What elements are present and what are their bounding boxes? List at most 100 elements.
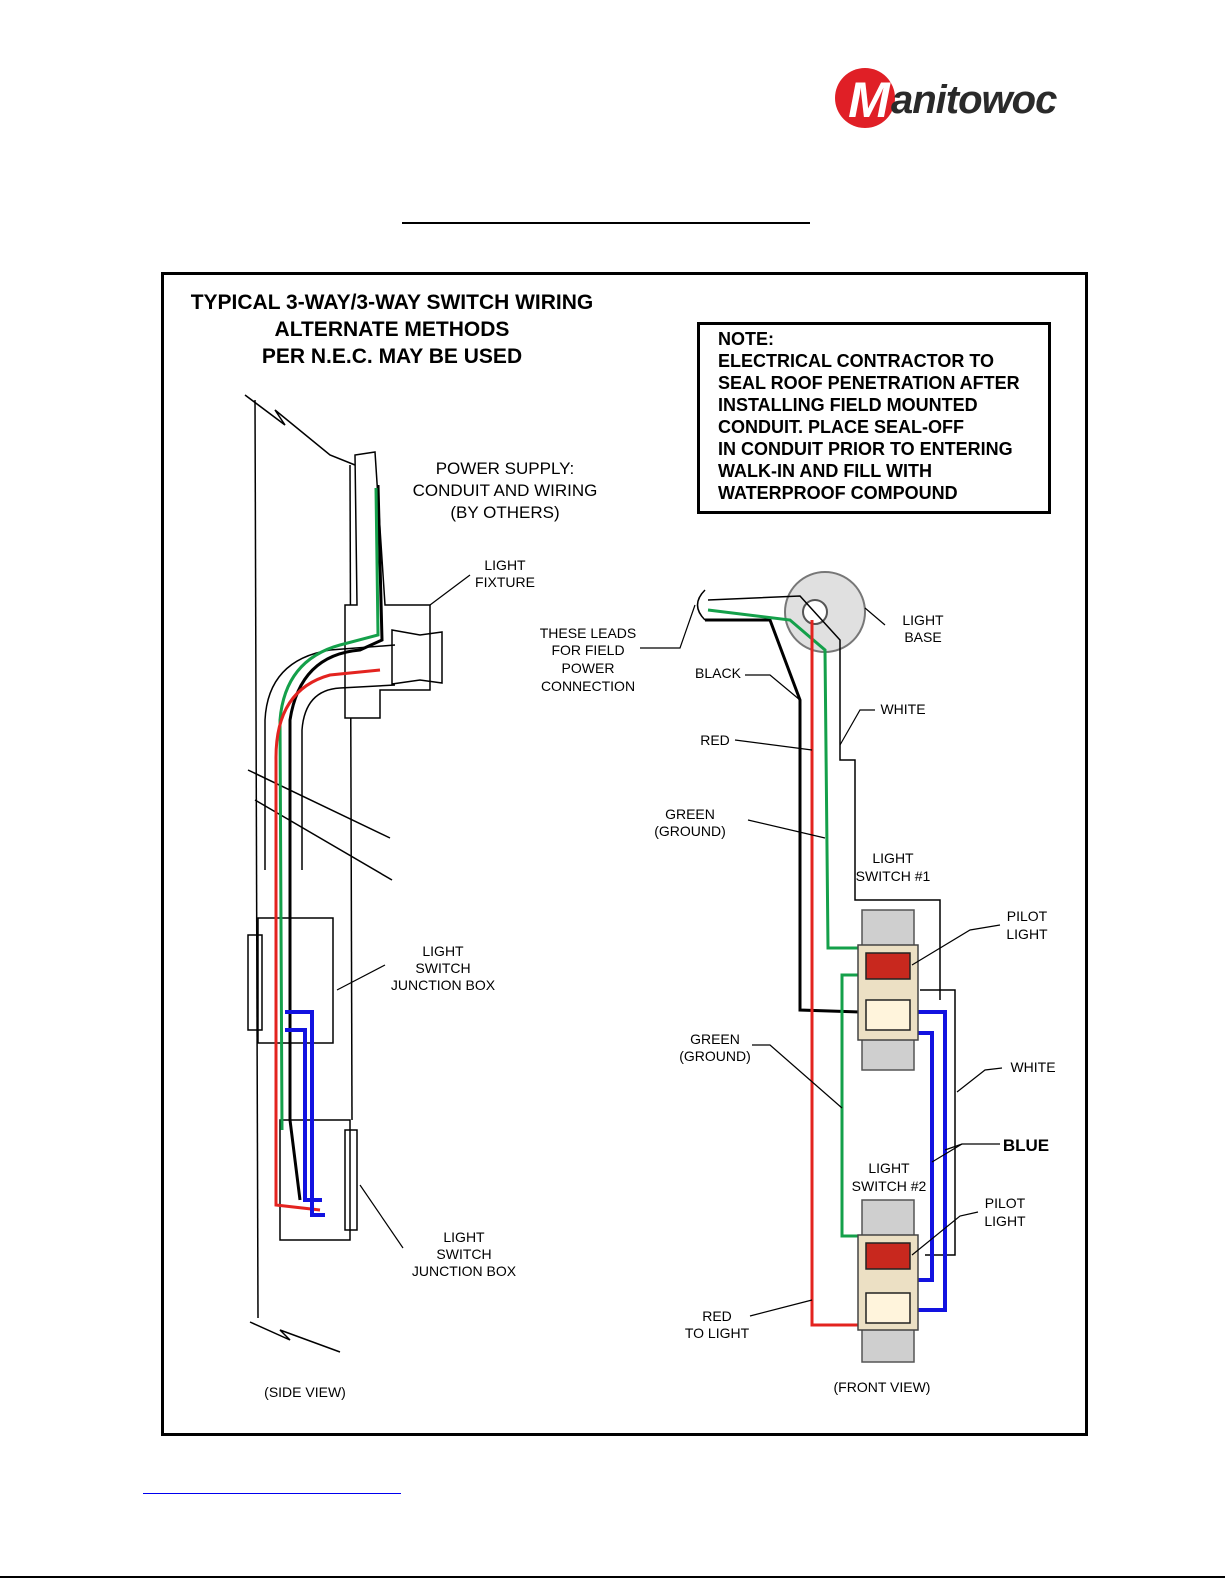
wall-outer-line [254, 399, 259, 1319]
label-white-top: WHITE [880, 701, 925, 717]
conduit-vertical [344, 451, 431, 719]
label-front-view: (FRONT VIEW) [834, 1379, 931, 1395]
note-box: NOTE: ELECTRICAL CONTRACTOR TO SEAL ROOF… [697, 322, 1051, 514]
note-line-1: NOTE: [718, 329, 774, 349]
label-junction-box-1-3: JUNCTION BOX [391, 977, 496, 993]
leader-green-mid [752, 1044, 843, 1109]
leader-field-leads [640, 604, 696, 649]
label-junction-box-2-2: SWITCH [436, 1246, 491, 1262]
label-power-supply-3: (BY OTHERS) [450, 503, 559, 522]
side-view [244, 394, 443, 1353]
wall-inner-line [349, 464, 353, 1121]
label-side-view: (SIDE VIEW) [264, 1384, 346, 1400]
label-pilot-2-2: LIGHT [984, 1213, 1026, 1229]
leader-black [745, 674, 801, 701]
label-junction-box-1-2: SWITCH [415, 960, 470, 976]
pilot-light-2 [865, 1242, 911, 1270]
label-blue: BLUE [1003, 1136, 1049, 1155]
label-black: BLACK [695, 665, 742, 681]
heading-line-3: PER N.E.C. MAY BE USED [261, 345, 523, 368]
leader-green-top [747, 819, 826, 839]
footer-link-underline[interactable] [143, 1493, 401, 1494]
logo-circle-mark [835, 68, 895, 128]
label-white-mid: WHITE [1010, 1059, 1055, 1075]
leader-white-top [839, 709, 875, 746]
label-power-supply-2: CONDUIT AND WIRING [413, 481, 598, 500]
front-wire-red [810, 620, 860, 1327]
light-fixture-housing [391, 629, 443, 685]
leader-junction-box-1 [336, 964, 386, 991]
junction-box-2 [279, 1119, 351, 1241]
label-red-top: RED [700, 732, 730, 748]
side-wire-blue-2 [285, 1028, 322, 1202]
conduit-elbow-inner [301, 684, 396, 870]
diagram-labels: POWER SUPPLY: CONDUIT AND WIRING (BY OTH… [264, 459, 1055, 1400]
label-green-top-1: GREEN [665, 806, 715, 822]
side-wire-red [274, 668, 381, 1212]
wall-break-bottom [249, 1321, 341, 1353]
label-field-leads-1: THESE LEADS [540, 625, 636, 641]
label-red-bottom-2: TO LIGHT [685, 1325, 750, 1341]
diagram-frame [161, 272, 1088, 1436]
conduit-break-1 [247, 769, 391, 839]
label-field-leads-3: POWER [562, 660, 615, 676]
label-pilot-1-2: LIGHT [1006, 926, 1048, 942]
leader-blue-2 [931, 1143, 963, 1163]
title-underline [402, 222, 810, 224]
leader-lines [336, 574, 1003, 1317]
label-green-mid-2: (GROUND) [679, 1048, 751, 1064]
note-line-5: CONDUIT. PLACE SEAL-OFF [718, 417, 964, 437]
front-wire-blue-2 [915, 1031, 934, 1282]
label-light-base-1: LIGHT [902, 612, 944, 628]
pilot-light-1 [865, 952, 911, 980]
manitowoc-logo: M anitowoc [835, 68, 1075, 132]
note-line-2: ELECTRICAL CONTRACTOR TO [718, 351, 995, 371]
label-junction-box-2-1: LIGHT [443, 1229, 485, 1245]
label-junction-box-1-1: LIGHT [422, 943, 464, 959]
side-view-wires [274, 484, 384, 1217]
label-field-leads-2: FOR FIELD [551, 642, 624, 658]
logo-letter-m: M [848, 72, 890, 128]
leader-junction-box-2 [359, 1184, 404, 1249]
junction-box-2-plate [344, 1129, 358, 1231]
label-pilot-1-1: PILOT [1007, 908, 1048, 924]
label-red-bottom-1: RED [702, 1308, 732, 1324]
wall-break-top [244, 394, 356, 466]
label-switch-2-1: LIGHT [868, 1160, 910, 1176]
label-power-supply-1: POWER SUPPLY: [436, 459, 575, 478]
label-field-leads-4: CONNECTION [541, 678, 635, 694]
label-green-top-2: (GROUND) [654, 823, 726, 839]
side-wire-blue [285, 1010, 325, 1217]
leader-pilot-2 [911, 1211, 979, 1256]
junction-box-1 [257, 917, 334, 1044]
heading-line-1: TYPICAL 3-WAY/3-WAY SWITCH WIRING [190, 291, 594, 314]
toggle-2 [865, 1292, 911, 1324]
front-wire-white-loop [920, 989, 956, 1256]
leader-white-mid [956, 1067, 1003, 1093]
side-wire-green [278, 487, 380, 1131]
side-wire-black [288, 484, 384, 1201]
heading-line-2: ALTERNATE METHODS [274, 318, 510, 341]
logo-wordmark: anitowoc [891, 78, 1057, 122]
note-line-7: WALK-IN AND FILL WITH [718, 461, 932, 481]
leader-red-bottom [749, 1299, 813, 1317]
note-line-8: WATERPROOF COMPOUND [718, 483, 958, 503]
diagram-heading: TYPICAL 3-WAY/3-WAY SWITCH WIRING ALTERN… [172, 289, 612, 370]
junction-box-1-plate [247, 934, 263, 1031]
label-pilot-2-1: PILOT [985, 1195, 1026, 1211]
front-view [696, 571, 956, 1363]
label-light-fixture-1: LIGHT [484, 557, 526, 573]
label-light-fixture-2: FIXTURE [475, 574, 535, 590]
leader-pilot-1 [911, 924, 1001, 966]
leader-light-base [864, 607, 886, 626]
label-switch-1-2: SWITCH #1 [856, 868, 931, 884]
note-line-4: INSTALLING FIELD MOUNTED [718, 395, 978, 415]
note-line-6: IN CONDUIT PRIOR TO ENTERING [718, 439, 1013, 459]
front-wire-blue [915, 1010, 947, 1312]
bottom-rule [0, 1576, 1225, 1578]
label-switch-2-2: SWITCH #2 [852, 1178, 927, 1194]
toggle-1 [865, 999, 911, 1031]
label-green-mid-1: GREEN [690, 1031, 740, 1047]
front-wire-green-2 [840, 973, 860, 1238]
